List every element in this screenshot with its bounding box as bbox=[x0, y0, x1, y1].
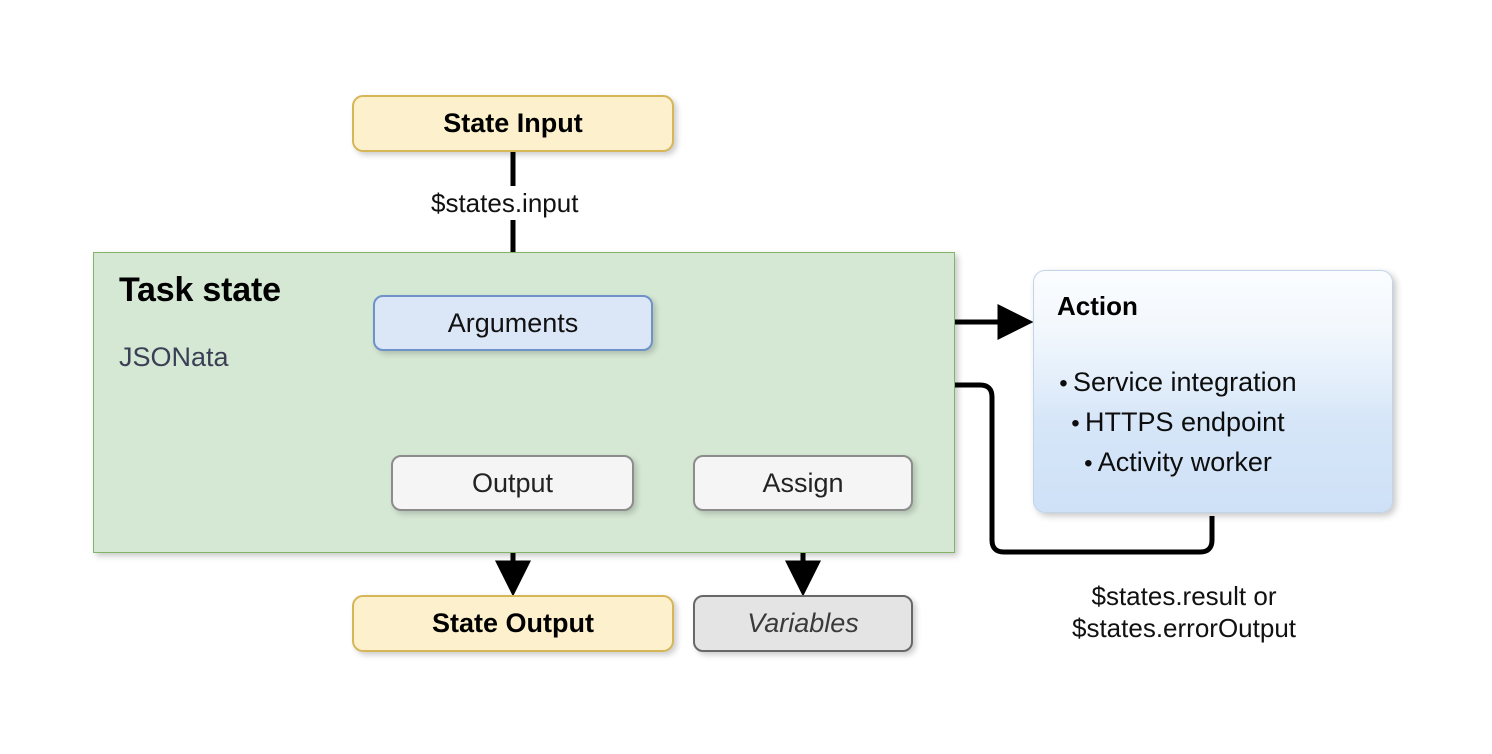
action-bullet-list: Service integration HTTPS endpoint Activ… bbox=[1054, 363, 1297, 483]
action-bullet-item: HTTPS endpoint bbox=[1054, 403, 1297, 443]
task-state-subtitle: JSONata bbox=[119, 342, 229, 372]
action-bullet-item: Service integration bbox=[1054, 363, 1297, 403]
states-input-edge-label: $states.input bbox=[425, 187, 585, 220]
output-node[interactable]: Output bbox=[391, 455, 634, 511]
variables-label: Variables bbox=[747, 608, 859, 638]
assign-node[interactable]: Assign bbox=[693, 455, 913, 511]
arguments-node[interactable]: Arguments bbox=[373, 295, 653, 351]
state-input-label: State Input bbox=[443, 108, 583, 138]
states-result-line-2: $states.errorOutput bbox=[1072, 613, 1296, 643]
arguments-label: Arguments bbox=[447, 307, 579, 338]
output-label: Output bbox=[471, 467, 554, 498]
states-result-edge-label: $states.result or $states.errorOutput bbox=[1072, 580, 1296, 644]
state-output-node[interactable]: State Output bbox=[352, 595, 674, 652]
action-title: Action bbox=[1057, 291, 1138, 321]
state-input-node[interactable]: State Input bbox=[352, 95, 674, 152]
action-node[interactable]: Action Service integration HTTPS endpoin… bbox=[1033, 270, 1393, 513]
state-output-label: State Output bbox=[432, 608, 594, 638]
action-bullet-item: Activity worker bbox=[1054, 443, 1297, 483]
states-result-line-1: $states.result or bbox=[1091, 581, 1277, 611]
task-state-title: Task state bbox=[119, 271, 281, 309]
variables-node[interactable]: Variables bbox=[693, 595, 913, 652]
assign-label: Assign bbox=[762, 467, 844, 498]
